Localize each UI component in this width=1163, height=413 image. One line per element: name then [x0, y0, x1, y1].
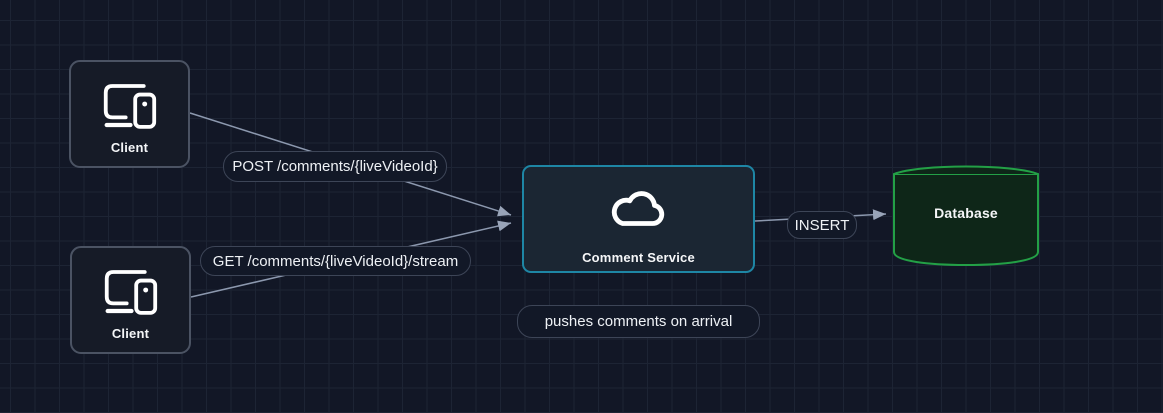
node-label-comment-service: Comment Service	[582, 250, 695, 265]
note-pushes-comments[interactable]: pushes comments on arrival	[517, 305, 760, 338]
devices-icon	[104, 270, 158, 315]
cylinder-shape-icon	[893, 165, 1039, 266]
cloud-icon	[611, 191, 664, 226]
edge-label-get-text: GET /comments/{liveVideoId}/stream	[212, 252, 459, 270]
edge-label-insert-text: INSERT	[794, 216, 850, 234]
edge-label-insert[interactable]: INSERT	[787, 211, 857, 239]
node-client-2[interactable]: Client	[70, 246, 191, 354]
edge-label-get[interactable]: GET /comments/{liveVideoId}/stream	[200, 246, 471, 276]
node-comment-service[interactable]: Comment Service	[522, 165, 755, 273]
edge-label-post[interactable]: POST /comments/{liveVideoId}	[223, 151, 447, 182]
node-label-client-2: Client	[111, 326, 150, 341]
node-database[interactable]: Database	[892, 160, 1040, 266]
note-pushes-comments-text: pushes comments on arrival	[544, 313, 733, 330]
node-label-database: Database	[934, 205, 998, 221]
node-client-1[interactable]: Client	[69, 60, 190, 168]
node-label-client-1: Client	[110, 140, 149, 155]
edge-label-post-text: POST /comments/{liveVideoId}	[232, 158, 438, 175]
devices-icon	[103, 84, 157, 129]
